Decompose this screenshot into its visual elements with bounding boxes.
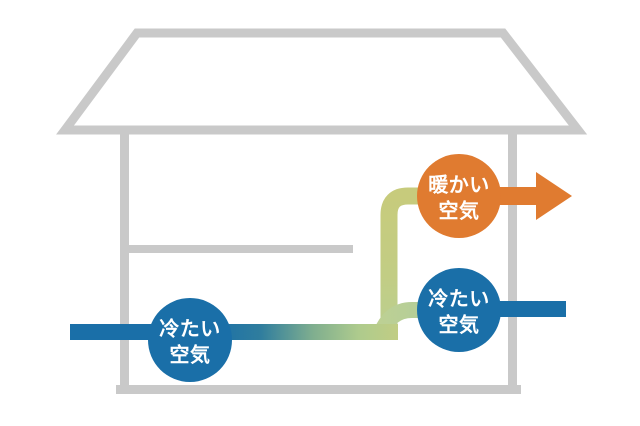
bubble-cold-air-outlet[interactable]: 冷たい 空気 <box>417 268 501 352</box>
warm-air-exhaust-arrow <box>466 172 572 220</box>
roof <box>56 28 588 135</box>
bubble-cold-air-intake[interactable]: 冷たい 空気 <box>148 298 232 382</box>
bubble-cold-air-intake-circle[interactable] <box>148 298 232 382</box>
bubble-cold-air-outlet-line1: 冷たい <box>428 287 490 311</box>
bubble-warm-air-outlet-line2: 空気 <box>439 199 480 223</box>
cold-air-intake-pipe <box>70 324 398 340</box>
bubble-cold-air-outlet-circle[interactable] <box>417 268 501 352</box>
ground-floor <box>116 385 521 394</box>
wall-right <box>508 134 517 392</box>
bubble-cold-air-intake-line2: 空気 <box>170 343 211 367</box>
bubble-cold-air-outlet-line2: 空気 <box>439 313 480 337</box>
bubble-warm-air-outlet-circle[interactable] <box>417 154 501 238</box>
house-cross-section <box>56 28 588 394</box>
wall-left <box>120 134 129 392</box>
interior-floor-divider <box>120 245 353 253</box>
bubble-warm-air-outlet[interactable]: 暖かい 空気 <box>417 154 501 238</box>
bubble-cold-air-intake-line1: 冷たい <box>159 317 221 341</box>
riser-pipe-to-warm-outlet <box>380 187 445 340</box>
bubble-warm-air-outlet-line1: 暖かい <box>428 173 490 197</box>
